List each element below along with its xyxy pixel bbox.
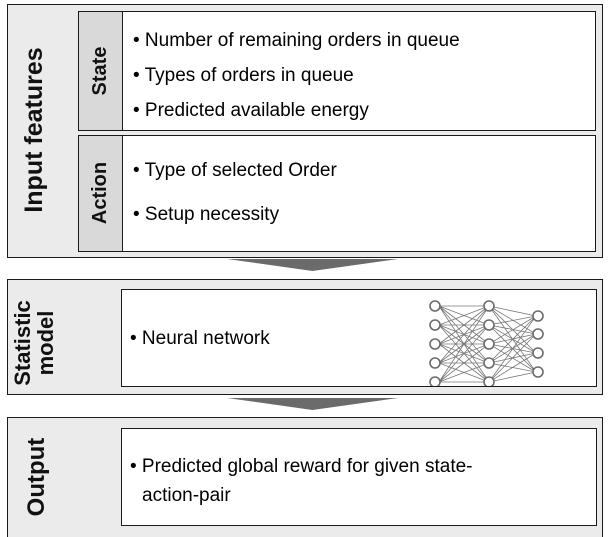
statistic-model-label-line1: Statistic: [10, 300, 35, 386]
down-arrow: [227, 398, 398, 410]
state-label: State: [89, 46, 111, 96]
state-item: • Predicted available energy: [133, 100, 369, 121]
output-label: Output: [23, 437, 50, 517]
state-item: • Number of remaining orders in queue: [133, 30, 460, 51]
input-features-panel: Input features State • Number of remaini…: [7, 4, 603, 258]
statistic-model-label-line2: model: [33, 310, 59, 376]
state-box: • Number of remaining orders in queue • …: [122, 11, 596, 131]
output-panel: Output • Predicted global reward for giv…: [7, 417, 603, 537]
output-item: • Predicted global reward for given stat…: [130, 456, 473, 477]
model-box: • Neural network: [121, 289, 597, 387]
action-tab: Action: [78, 135, 124, 252]
output-box: • Predicted global reward for given stat…: [121, 428, 597, 526]
input-features-label: Input features: [20, 47, 48, 213]
action-box: • Type of selected Order • Setup necessi…: [122, 135, 596, 252]
state-tab: State: [78, 11, 124, 131]
action-label: Action: [89, 161, 111, 225]
statistic-model-label: Statistic model: [10, 288, 63, 398]
neural-network-icon: [429, 300, 544, 386]
statistic-model-panel: Statistic model • Neural network: [7, 279, 603, 395]
action-item: • Type of selected Order: [133, 160, 337, 181]
down-arrow: [227, 259, 398, 271]
state-item: • Types of orders in queue: [133, 65, 354, 86]
output-item: action-pair: [142, 485, 231, 506]
model-item: • Neural network: [130, 328, 270, 349]
action-item: • Setup necessity: [133, 204, 280, 225]
